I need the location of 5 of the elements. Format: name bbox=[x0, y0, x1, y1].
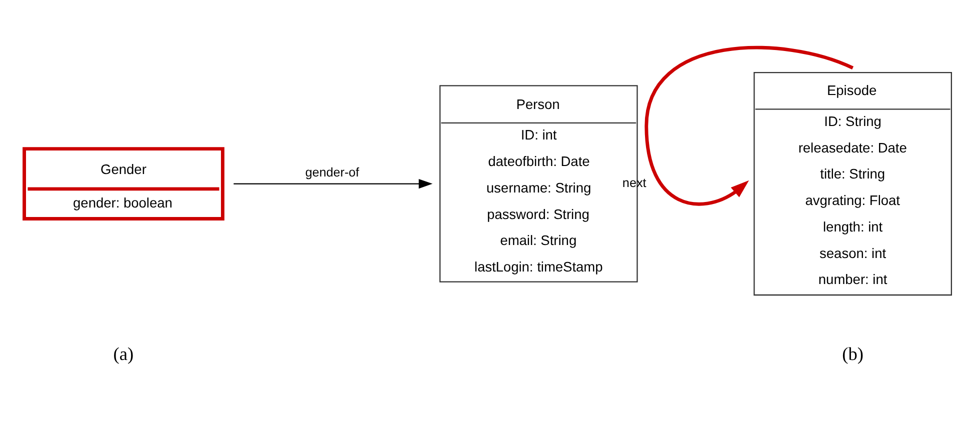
label: (b) bbox=[842, 344, 864, 364]
label: (a) bbox=[113, 344, 134, 364]
node-box: Gender gender: boolean bbox=[22, 146, 224, 220]
arrow bbox=[234, 178, 433, 188]
edge-label: gender-of bbox=[305, 165, 360, 180]
